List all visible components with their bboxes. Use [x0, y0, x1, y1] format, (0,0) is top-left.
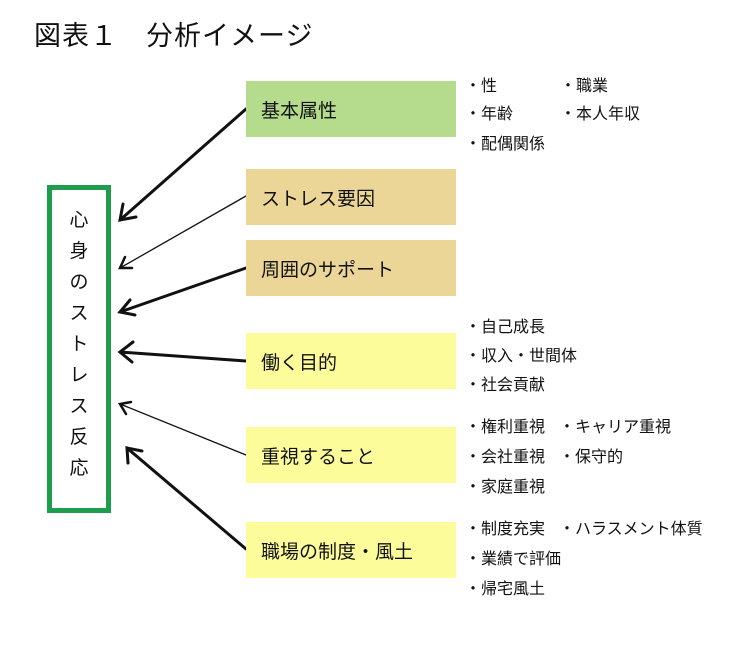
factor-label: 重視すること — [261, 445, 376, 468]
factor-item: ・収入・世間体 — [465, 346, 578, 365]
factor-label: 働く目的 — [261, 351, 338, 374]
factor-label: 職場の制度・風土 — [261, 540, 414, 563]
factor-item: ・性 — [465, 76, 498, 95]
stress-response-char: ス — [69, 395, 89, 417]
factor-item: ・家庭重視 — [465, 477, 546, 496]
arrow-basic-attributes — [118, 107, 248, 222]
stress-response-char: レ — [69, 364, 89, 386]
factor-item: ・本人年収 — [560, 104, 641, 123]
factor-box-basic-attributes: 基本属性 — [246, 81, 456, 137]
factor-item: ・キャリア重視 — [559, 417, 672, 436]
stress-response-char: 心 — [69, 209, 89, 231]
factor-item: ・制度充実 — [465, 519, 546, 538]
factor-item: ・業績で評価 — [465, 549, 562, 568]
arrow-surrounding-support — [117, 266, 248, 317]
factor-item: ・帰宅風土 — [465, 579, 546, 598]
stress-response-char: 反 — [69, 426, 89, 448]
stress-response-char: ス — [69, 302, 89, 324]
factor-item: ・配偶関係 — [465, 134, 546, 153]
factor-item: ・会社重視 — [465, 447, 546, 466]
stress-response-box: 心身のストレス反応 — [47, 185, 111, 513]
stress-response-char: 身 — [69, 240, 89, 262]
factor-box-stress-factors: ストレス要因 — [246, 169, 456, 225]
factor-box-surrounding-support: 周囲のサポート — [246, 240, 456, 296]
factor-item: ・自己成長 — [465, 317, 546, 336]
factor-box-priorities: 重視すること — [246, 427, 456, 483]
factor-item: ・職業 — [560, 76, 609, 95]
stress-response-char: の — [69, 271, 89, 293]
arrow-stress-factors — [118, 195, 247, 270]
factor-box-work-purpose: 働く目的 — [246, 333, 456, 389]
factor-item: ・保守的 — [559, 447, 624, 466]
arrow-priorities — [117, 400, 247, 456]
stress-response-char: 応 — [69, 457, 89, 479]
factor-item: ・社会貢献 — [465, 375, 546, 394]
factor-label: 周囲のサポート — [261, 258, 395, 281]
factor-item: ・権利重視 — [465, 417, 546, 436]
arrow-workplace-culture — [125, 446, 248, 551]
factor-label: 基本属性 — [261, 99, 338, 122]
factor-label: ストレス要因 — [261, 187, 376, 210]
factor-item: ・年齢 — [465, 104, 514, 123]
stress-response-char: ト — [69, 333, 89, 355]
factor-item: ・ハラスメント体質 — [559, 519, 703, 538]
arrow-work-purpose — [117, 340, 248, 364]
page-title: 図表１ 分析イメージ — [34, 21, 314, 52]
factor-box-workplace-culture: 職場の制度・風土 — [246, 522, 456, 578]
